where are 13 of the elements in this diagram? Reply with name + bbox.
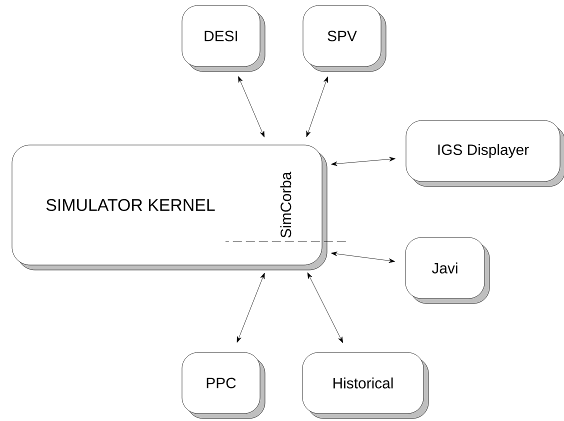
component-box: Javi — [405, 237, 490, 304]
arrow — [307, 272, 344, 344]
arrow — [306, 76, 328, 138]
component-box: Historical — [302, 352, 429, 419]
component-box: IGS Displayer — [406, 120, 564, 187]
arrow — [331, 156, 396, 166]
arrow — [236, 272, 265, 343]
component-box: DESI — [182, 5, 266, 72]
arrow — [238, 76, 265, 138]
component-box: SPV — [302, 5, 386, 72]
arrow — [331, 252, 395, 263]
interface-section: SimCorba — [225, 172, 346, 242]
component-box: PPC — [182, 352, 266, 419]
